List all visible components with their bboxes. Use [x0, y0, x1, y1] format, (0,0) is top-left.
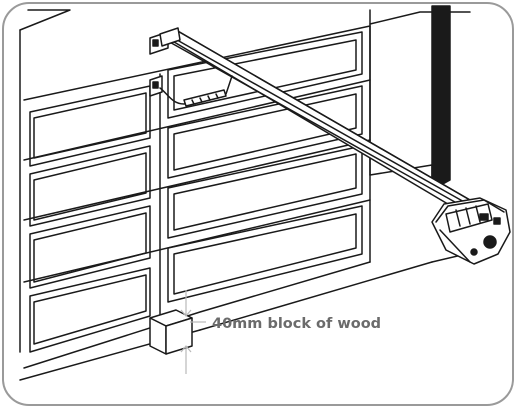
- wood-block: [149, 309, 193, 355]
- motor-unit: [431, 197, 511, 265]
- opener-rail: [159, 27, 471, 211]
- dimension-markers: [180, 290, 206, 374]
- door-arm-bracket: [149, 75, 227, 107]
- diagram-frame: [2, 2, 514, 406]
- wood-block-label: 40mm block of wood: [212, 316, 381, 332]
